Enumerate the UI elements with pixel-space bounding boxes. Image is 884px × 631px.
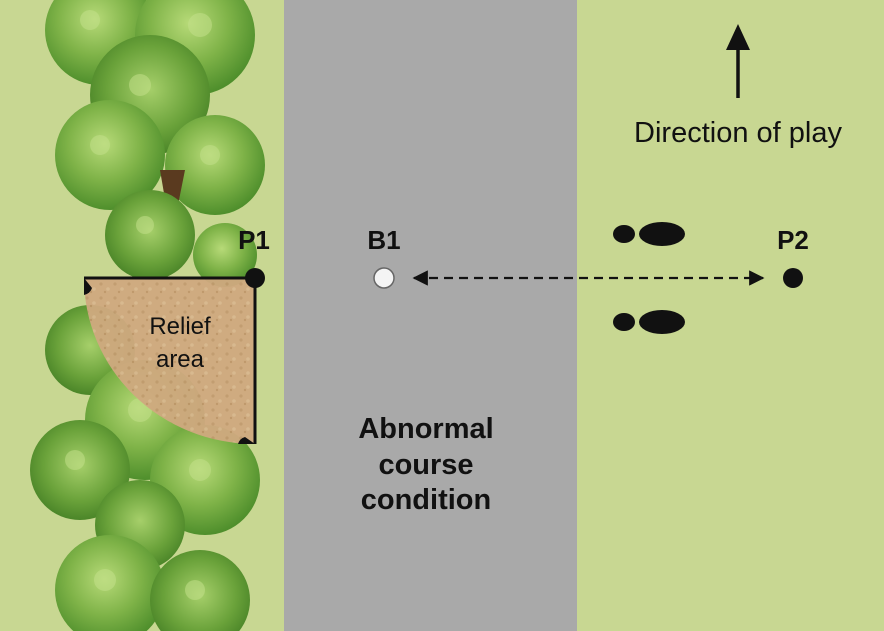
golf-ball-icon — [373, 267, 395, 289]
arrow-up-icon — [726, 24, 750, 98]
p2-label: P2 — [777, 225, 809, 255]
abnormal-condition-label-line3: condition — [361, 484, 491, 516]
p2-point — [783, 268, 803, 288]
abnormal-condition-label-line2: course — [378, 449, 473, 481]
p1-label: P1 — [238, 225, 270, 255]
abnormal-condition-label-line1: Abnormal — [358, 413, 493, 445]
direction-of-play-label: Direction of play — [634, 117, 842, 149]
p1-point — [245, 268, 265, 288]
relief-area-label-line2: area — [156, 346, 205, 373]
relief-area-label-line1: Relief — [149, 313, 211, 340]
b1-label: B1 — [367, 225, 400, 255]
abnormal-course-condition-area — [284, 0, 577, 631]
footprints-icon — [613, 222, 685, 334]
bushes-icon — [30, 0, 265, 631]
